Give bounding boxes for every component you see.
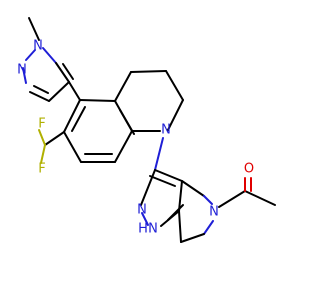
carbonyl-oxygen-label: O [244,162,254,177]
methyl-nitrogen-label: N [33,39,43,54]
indazole-nitrogen-label: N [137,203,147,218]
tetrahydro-ring [114,70,184,171]
bond [28,17,40,41]
indazole-nh-nitrogen-label: N [148,222,158,237]
benzene-ring [63,99,135,163]
fluorine-label: F [38,117,45,132]
acetyl-group [218,177,276,208]
piperidine-nitrogen-label: N [209,205,219,220]
fluorine-label: F [38,162,45,177]
pyrazole-nitrogen-label: N [17,63,27,78]
methylpyrazole-ring [22,47,81,102]
tetrahydropyridine-ring [178,180,214,243]
indazole-pyrazole-ring [140,169,184,227]
difluoromethyl-group [38,129,65,164]
structure-canvas: N N F F N N N H N O [17,17,276,243]
indazole-hydrogen-label: H [138,222,148,237]
molecule-drawing: N N F F N N N H N O [17,17,276,243]
quinoline-nitrogen-label: N [161,123,171,138]
